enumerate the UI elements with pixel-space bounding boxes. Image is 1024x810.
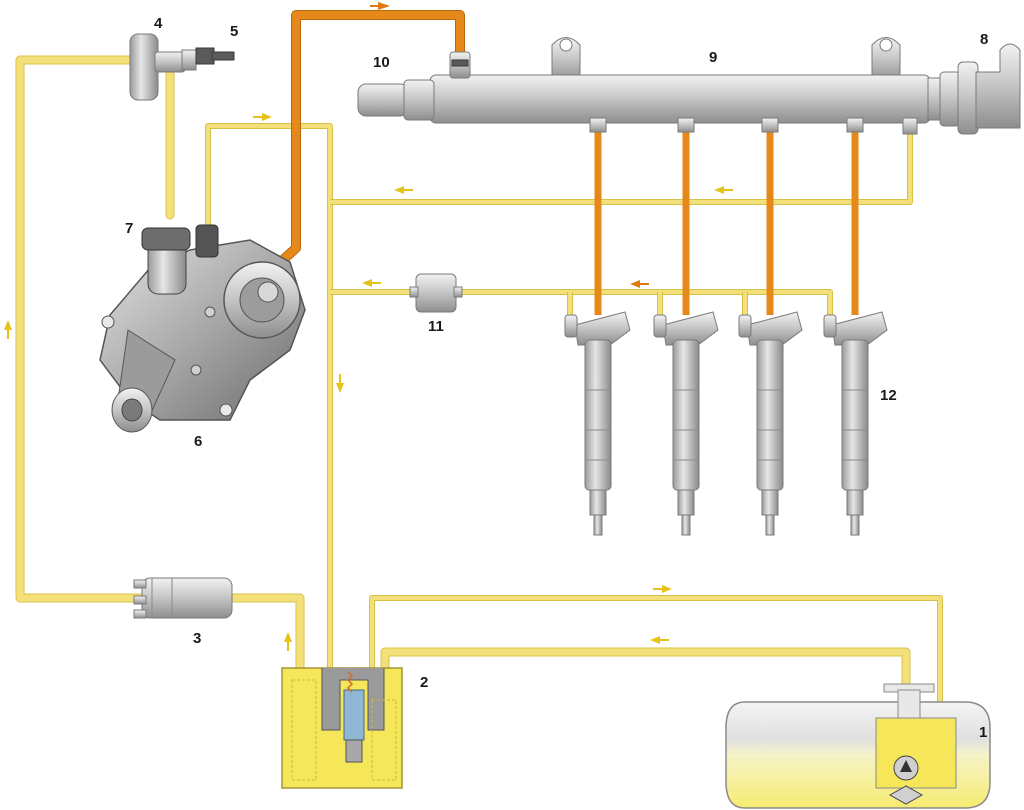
- label-12: 12: [880, 387, 897, 404]
- low-pressure-lines: [15, 55, 305, 673]
- component-labels: 1 2 3 4 5 6 7 8 9 10 11 12: [125, 15, 988, 741]
- label-7: 7: [125, 220, 133, 237]
- return-lines: [205, 123, 943, 753]
- injector-2: [653, 311, 719, 536]
- injector-1: [564, 311, 631, 536]
- label-9: 9: [709, 49, 717, 66]
- high-pressure-pump: [99, 224, 306, 433]
- label-3: 3: [193, 630, 201, 647]
- fuel-tank: [725, 683, 991, 809]
- label-2: 2: [420, 674, 428, 691]
- return-valve: [409, 273, 463, 313]
- label-8: 8: [980, 31, 988, 48]
- common-rail: [357, 37, 1021, 135]
- label-5: 5: [230, 23, 238, 40]
- fuel-heater-module: [281, 667, 403, 789]
- label-6: 6: [194, 433, 202, 450]
- label-10: 10: [373, 54, 390, 71]
- fuel-filter: [133, 577, 233, 619]
- high-pressure-lines: [267, 10, 859, 315]
- label-4: 4: [154, 15, 163, 32]
- injectors: [564, 311, 888, 536]
- injector-4: [823, 311, 888, 536]
- flow-arrows: [4, 2, 733, 651]
- injector-3: [738, 311, 803, 536]
- pressure-regulator: [129, 33, 235, 101]
- label-11: 11: [428, 318, 444, 335]
- label-1: 1: [979, 724, 987, 741]
